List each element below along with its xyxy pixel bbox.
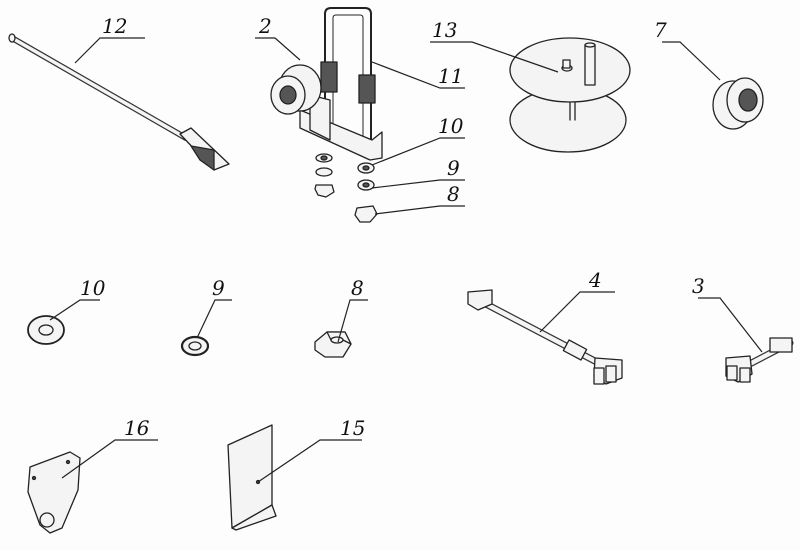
callout-13: 13: [432, 18, 458, 42]
leader-13: [430, 41, 559, 73]
leader-11: [371, 61, 465, 89]
part-9-spring-washer: [180, 335, 210, 357]
leader-10: [49, 299, 100, 321]
part-8-hex-nut: [314, 331, 352, 358]
leader-2: [255, 37, 301, 61]
leader-7: [662, 41, 721, 81]
part-2-assembly: [270, 7, 383, 223]
callout-8-top: 8: [447, 182, 460, 206]
callout-15: 15: [340, 416, 366, 440]
leader-9: [196, 299, 232, 339]
callout-16: 16: [124, 416, 150, 440]
callout-9-top: 9: [447, 156, 460, 180]
leader-10-top: [371, 137, 465, 166]
leader-8-top: [374, 205, 465, 215]
leader-4: [539, 291, 615, 333]
part-4-rod: [467, 289, 623, 385]
part-16-plate: [27, 451, 81, 534]
callout-12: 12: [102, 14, 128, 38]
callout-10-top: 10: [438, 114, 464, 138]
callout-10: 10: [80, 276, 106, 300]
callout-4: 4: [589, 268, 602, 292]
leader-8: [337, 299, 368, 343]
leader-12: [74, 37, 145, 64]
part-13-spool: [509, 37, 631, 153]
leader-3: [698, 297, 763, 353]
callout-2: 2: [259, 14, 272, 38]
callout-3: 3: [692, 274, 705, 298]
callout-7: 7: [654, 18, 667, 42]
leader-16: [61, 439, 158, 479]
callout-8: 8: [351, 276, 364, 300]
part-10-washer: [27, 315, 65, 345]
leader-9-top: [371, 179, 465, 189]
part-3-short-rod: [725, 337, 794, 383]
part-12-rod: [8, 33, 230, 171]
part-15-plate: [227, 424, 277, 531]
callout-9: 9: [212, 276, 225, 300]
part-7-bushing: [712, 77, 764, 130]
leader-15: [257, 439, 362, 483]
callout-11: 11: [438, 64, 464, 88]
